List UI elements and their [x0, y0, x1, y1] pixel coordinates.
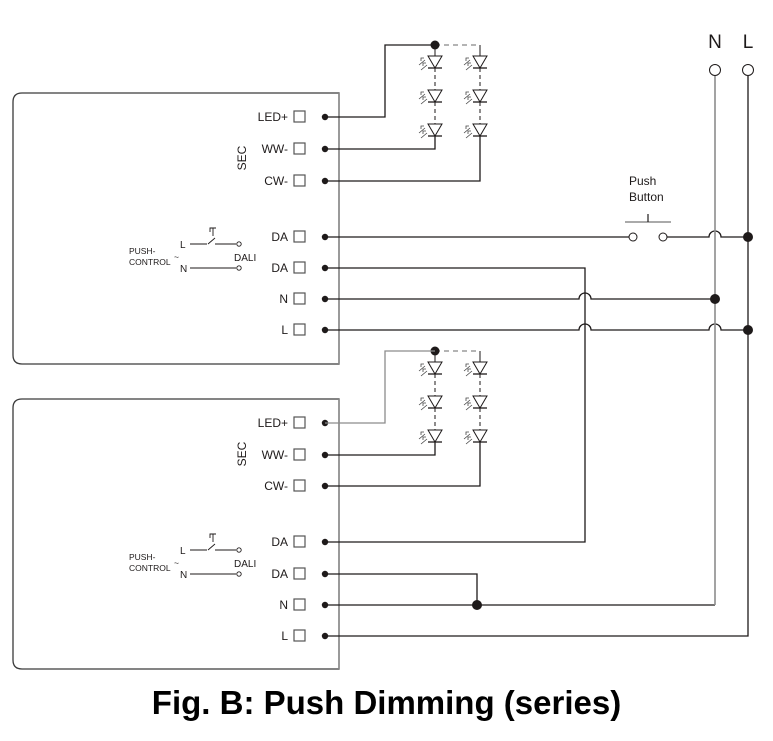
- svg-text:CONTROL: CONTROL: [129, 257, 171, 267]
- led-icon: [463, 429, 488, 445]
- led-icon: [418, 361, 443, 377]
- led-icon: [418, 55, 443, 71]
- svg-text:L: L: [180, 240, 186, 251]
- svg-text:PUSH-: PUSH-: [129, 246, 156, 256]
- svg-text:N: N: [180, 264, 187, 275]
- terminal-boxes: [293, 416, 306, 642]
- terminal-dots: [321, 419, 329, 640]
- terminal-label-da2: DA: [271, 567, 288, 581]
- terminal-label-da1: DA: [271, 230, 288, 244]
- svg-text:~: ~: [174, 252, 179, 262]
- mains-n-label: N: [708, 32, 722, 53]
- led-icon: [418, 123, 443, 139]
- mains-terminals: N L: [708, 32, 754, 76]
- svg-text:L: L: [180, 546, 186, 557]
- terminal-label-l: L: [281, 323, 288, 337]
- led-icon: [463, 395, 488, 411]
- driver-box: [12, 92, 340, 365]
- led-icon: [418, 429, 443, 445]
- terminal-label-cw: CW-: [264, 479, 288, 493]
- svg-text:~: ~: [174, 558, 179, 568]
- terminal-label-da2: DA: [271, 261, 288, 275]
- mains-l-label: L: [743, 32, 754, 53]
- led-icon: [463, 123, 488, 139]
- terminal-dots: [321, 113, 329, 334]
- mains-l-terminal: [742, 64, 754, 76]
- led-icon: [418, 89, 443, 105]
- svg-text:PUSH-: PUSH-: [129, 552, 156, 562]
- terminal-label-n: N: [279, 598, 288, 612]
- mains-n-terminal: [709, 64, 721, 76]
- figure-caption: Fig. B: Push Dimming (series): [151, 684, 622, 721]
- sec-label: SEC: [235, 441, 249, 466]
- led-array-2: [418, 346, 488, 445]
- terminal-label-da1: DA: [271, 535, 288, 549]
- driver-1: SEC LED+ WW- CW- DA DA N L PUSH-: [12, 92, 340, 365]
- led-icon: [463, 89, 488, 105]
- junction-dots: [472, 232, 753, 610]
- push-button-label-2: Button: [629, 190, 664, 204]
- push-control-inset: PUSH- CONTROL ~ L N DALI: [129, 546, 256, 581]
- led-icon: [418, 395, 443, 411]
- push-button-symbol: Push Button: [625, 174, 671, 242]
- terminal-label-ww: WW-: [262, 448, 288, 462]
- terminal-label-n: N: [279, 292, 288, 306]
- terminal-label-l: L: [281, 629, 288, 643]
- wires: [325, 44, 749, 637]
- svg-text:DALI: DALI: [234, 253, 256, 264]
- driver-2: SEC LED+ WW- CW- DA DA N L PUSH- C: [12, 398, 340, 670]
- push-control-inset: PUSH- CONTROL ~ L N DALI: [129, 240, 256, 275]
- push-button-label-1: Push: [629, 174, 656, 188]
- terminal-label-led-plus: LED+: [258, 416, 288, 430]
- terminal-label-led-plus: LED+: [258, 110, 288, 124]
- terminal-boxes: [293, 110, 306, 336]
- svg-text:CONTROL: CONTROL: [129, 563, 171, 573]
- terminal-label-cw: CW-: [264, 174, 288, 188]
- svg-text:DALI: DALI: [234, 559, 256, 570]
- terminal-label-ww: WW-: [262, 142, 288, 156]
- driver-box: [12, 398, 340, 670]
- svg-text:N: N: [180, 570, 187, 581]
- led-array-1: [418, 40, 488, 139]
- led-icon: [463, 361, 488, 377]
- sec-label: SEC: [235, 145, 249, 170]
- led-icon: [463, 55, 488, 71]
